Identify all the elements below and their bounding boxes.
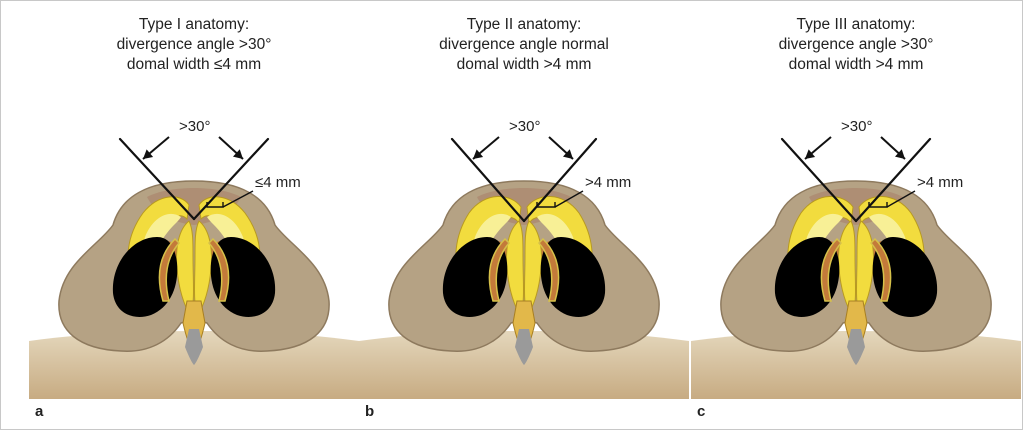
panel-letter: a	[35, 403, 44, 420]
domal-width-bracket	[868, 202, 888, 208]
nasal-tip-illustration: >30° >4 mm	[359, 118, 689, 399]
lateral-crus-overlay-left	[820, 237, 843, 302]
domal-width-leader	[554, 190, 584, 208]
title-line: domal width >4 mm	[456, 56, 592, 73]
nasal-tip-illustration: >30° >4 mm	[691, 118, 1021, 399]
lateral-crus-overlay-left	[158, 237, 181, 302]
nasal-tip-illustration: >30° ≤4 mm	[29, 118, 359, 399]
lateral-crus-overlay-right	[207, 237, 230, 302]
divergence-line-left	[118, 137, 196, 221]
columella-shadow	[847, 329, 865, 365]
domal-width-label: >4 mm	[917, 174, 963, 191]
angle-arrow-left-head	[805, 149, 816, 159]
title-line: divergence angle >30°	[116, 36, 272, 53]
panel-b: Type II anatomy: divergence angle normal…	[359, 1, 689, 429]
title-line: Type II anatomy:	[466, 16, 582, 33]
panel-a-title: Type I anatomy: divergence angle >30° do…	[29, 15, 359, 75]
angle-arrow-left-head	[473, 149, 484, 159]
angle-label: >30°	[841, 118, 872, 135]
title-line: domal width >4 mm	[788, 56, 924, 73]
title-line: divergence angle >30°	[778, 36, 934, 53]
title-line: Type I anatomy:	[138, 16, 250, 33]
columella-shadow	[185, 329, 203, 365]
angle-arrow-right-head	[232, 149, 243, 159]
divergence-line-right	[522, 137, 598, 223]
angle-arrow-left-head	[143, 149, 154, 159]
title-line: Type III anatomy:	[796, 16, 916, 33]
lateral-crus-overlay-right	[537, 237, 560, 302]
domal-width-bracket	[206, 202, 224, 208]
columella-shadow	[515, 329, 533, 365]
panel-c: Type III anatomy: divergence angle >30° …	[691, 1, 1021, 429]
lateral-crus-overlay-right	[869, 237, 892, 302]
panel-letter: b	[365, 403, 375, 420]
divergence-line-left	[450, 137, 526, 223]
domal-width-label: >4 mm	[585, 174, 631, 191]
angle-label: >30°	[509, 118, 540, 135]
panel-c-title: Type III anatomy: divergence angle >30° …	[691, 15, 1021, 75]
domal-width-leader	[886, 190, 916, 208]
divergence-line-left	[780, 137, 858, 223]
domal-width-leader	[222, 190, 254, 208]
angle-arrow-right-head	[562, 149, 573, 159]
title-line: divergence angle normal	[439, 36, 609, 53]
panel-letter: c	[697, 403, 706, 420]
title-line: domal width ≤4 mm	[126, 56, 262, 73]
panel-a: Type I anatomy: divergence angle >30° do…	[29, 1, 359, 429]
angle-label: >30°	[179, 118, 210, 135]
panel-b-title: Type II anatomy: divergence angle normal…	[359, 15, 689, 75]
domal-width-bracket	[536, 202, 556, 208]
domal-width-label: ≤4 mm	[255, 174, 301, 191]
lateral-crus-overlay-left	[488, 237, 511, 302]
angle-arrow-right-head	[894, 149, 905, 159]
